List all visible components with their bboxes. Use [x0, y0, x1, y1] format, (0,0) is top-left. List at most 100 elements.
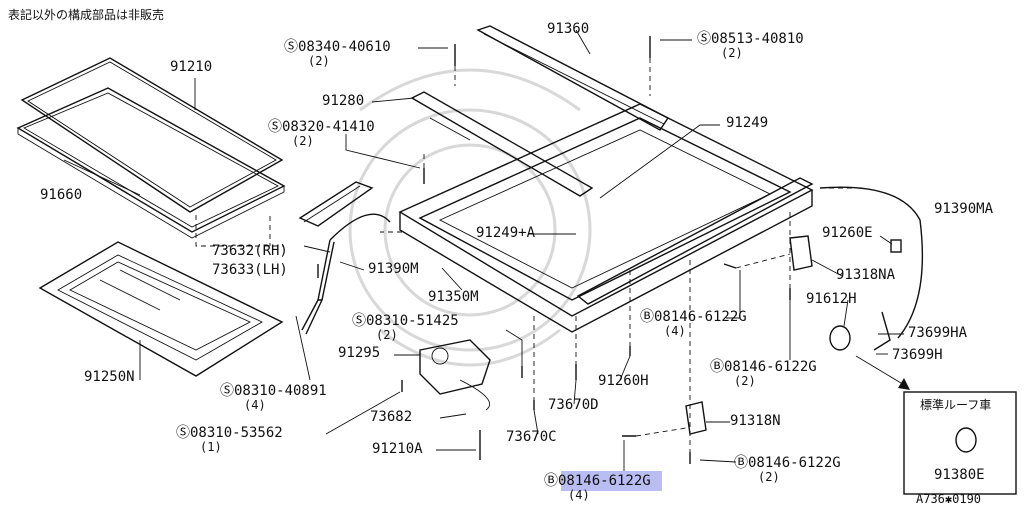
part-label-73682[interactable]: 73682 — [370, 410, 412, 425]
part-label-08146-6122g-b[interactable]: Ⓑ08146-6122G(2) — [710, 360, 817, 388]
part-label-73699h[interactable]: 73699H — [892, 348, 943, 363]
part-number: 73670D — [548, 397, 599, 413]
part-number: Ⓑ08146-6122G — [734, 455, 841, 471]
deflector-73632 — [298, 181, 374, 227]
weatherstrip-91660 — [16, 87, 286, 239]
part-label-73632rh[interactable]: 73632(RH) — [212, 244, 288, 259]
part-label-08513-40810[interactable]: Ⓢ08513-40810(2) — [697, 32, 804, 60]
part-number: 91612H — [806, 291, 857, 307]
part-number: 91295 — [338, 345, 381, 361]
part-number: Ⓢ08310-51425 — [352, 313, 459, 329]
part-label-91250n[interactable]: 91250N — [84, 370, 135, 385]
standard-roof-inset — [903, 391, 1017, 495]
inset-arrow — [855, 355, 910, 390]
part-number: 91380E — [934, 467, 985, 483]
part-number: 73633(LH) — [212, 262, 288, 278]
part-label-91260h[interactable]: 91260H — [598, 374, 649, 389]
part-label-73633lh[interactable]: 73633(LH) — [212, 263, 288, 278]
part-quantity: (2) — [721, 46, 743, 60]
part-number: 73699H — [892, 347, 943, 363]
part-label-08310-51425[interactable]: Ⓢ08310-51425(2) — [352, 314, 459, 342]
part-label-91295[interactable]: 91295 — [338, 346, 380, 361]
part-label-73699ha[interactable]: 73699HA — [908, 326, 967, 341]
note-text: 表記以外の構成部品は非販売 — [8, 8, 165, 22]
part-quantity: (1) — [200, 440, 222, 454]
figure-code: A736✱0190 — [916, 492, 982, 506]
part-number: 91360 — [547, 21, 590, 37]
part-label-08310-53562[interactable]: Ⓢ08310-53562(1) — [176, 426, 283, 454]
part-quantity: (2) — [376, 328, 398, 342]
part-label-91318na[interactable]: 91318NA — [836, 268, 895, 283]
part-label-08146-6122g-c[interactable]: Ⓑ08146-6122G(2) — [734, 456, 841, 484]
part-label-91390ma[interactable]: 91390MA — [934, 202, 993, 217]
part-number: 73699HA — [908, 325, 968, 341]
part-quantity: (2) — [292, 134, 314, 148]
motor-91295 — [419, 339, 491, 411]
part-number: 91210A — [372, 441, 423, 457]
part-label-91280[interactable]: 91280 — [322, 94, 364, 109]
part-number: 91249+A — [476, 225, 536, 241]
glass-panel-91210 — [20, 57, 284, 213]
part-number: 91390MA — [934, 201, 994, 217]
part-number: 91260E — [822, 225, 873, 241]
part-label-91210a[interactable]: 91210A — [372, 442, 423, 457]
part-number: Ⓢ08310-40891 — [220, 383, 327, 399]
part-quantity: (2) — [734, 374, 756, 388]
part-number: 91318NA — [836, 267, 896, 283]
front-rail-91360 — [476, 25, 670, 131]
hose-91390MA — [819, 186, 924, 351]
part-quantity: (2) — [758, 470, 780, 484]
bolt-set — [317, 36, 791, 464]
part-number: Ⓑ08146-6122G — [640, 309, 747, 325]
part-number: 91280 — [322, 93, 365, 109]
clip-91612H — [829, 325, 851, 351]
part-quantity: (4) — [244, 398, 266, 412]
part-number: 73682 — [370, 409, 413, 425]
part-label-08146-6122g-d[interactable]: Ⓑ08146-6122G(4) — [544, 474, 651, 502]
part-number: 91318N — [730, 413, 781, 429]
part-label-91360[interactable]: 91360 — [547, 22, 589, 37]
drain-hose-91390M — [301, 213, 391, 335]
part-label-08320-41410[interactable]: Ⓢ08320-41410(2) — [268, 120, 375, 148]
part-number: Ⓢ08513-40810 — [697, 31, 804, 47]
part-number: 91250N — [84, 369, 135, 385]
part-label-91660[interactable]: 91660 — [40, 188, 82, 203]
part-label-08146-6122g-a[interactable]: Ⓑ08146-6122G(4) — [640, 310, 747, 338]
part-label-91210[interactable]: 91210 — [170, 60, 212, 75]
part-label-73670d[interactable]: 73670D — [548, 398, 599, 413]
part-label-08340-40610[interactable]: Ⓢ08340-40610(2) — [284, 40, 391, 68]
clip-91260E — [890, 239, 902, 253]
part-label-91260e[interactable]: 91260E — [822, 226, 873, 241]
part-number: 73632(RH) — [212, 243, 288, 259]
part-label-73670c[interactable]: 73670C — [506, 430, 557, 445]
bracket-91318NA — [789, 235, 813, 271]
part-number: Ⓢ08320-41410 — [268, 119, 375, 135]
inset-title: 標準ルーフ車 — [920, 398, 992, 412]
part-number: 91660 — [40, 187, 83, 203]
part-number: Ⓢ08340-40610 — [284, 39, 391, 55]
part-quantity: (4) — [664, 324, 686, 338]
part-label-91612h[interactable]: 91612H — [806, 292, 857, 307]
selected-part-highlight — [561, 471, 662, 491]
part-number: 91260H — [598, 373, 649, 389]
guide-rail-right — [576, 177, 814, 305]
part-number: 91249 — [726, 115, 769, 131]
part-quantity: (2) — [308, 54, 330, 68]
part-number: 91210 — [170, 59, 213, 75]
part-number: 91350M — [428, 289, 479, 305]
part-label-91318n[interactable]: 91318N — [730, 414, 781, 429]
part-number: 91390M — [368, 261, 419, 277]
part-label-91350m[interactable]: 91350M — [428, 290, 479, 305]
sunshade-frame-91250N — [38, 241, 284, 377]
part-label-91390m[interactable]: 91390M — [368, 262, 419, 277]
watermark — [348, 68, 592, 367]
part-label-08310-40891[interactable]: Ⓢ08310-40891(4) — [220, 384, 327, 412]
part-label-91249-a[interactable]: 91249+A — [476, 226, 535, 241]
rear-rail-91280 — [410, 91, 594, 197]
part-label-91249[interactable]: 91249 — [726, 116, 768, 131]
part-label-91380e[interactable]: 91380E — [934, 468, 985, 483]
assembly-lines — [195, 58, 860, 452]
